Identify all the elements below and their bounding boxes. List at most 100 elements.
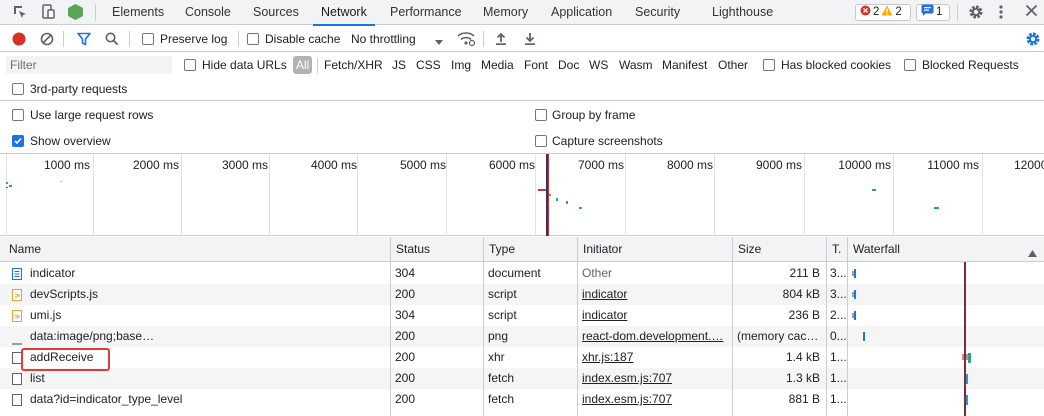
highlight-annotation-box: [21, 348, 110, 371]
settings-gear-icon[interactable]: [968, 4, 984, 23]
search-icon[interactable]: [105, 32, 119, 49]
warning-icon: [881, 5, 893, 21]
has-blocked-cookies-checkbox[interactable]: [763, 59, 775, 71]
table-row[interactable]: devScripts.js 200 script indicator 804 k…: [0, 284, 1044, 305]
type-filter-img[interactable]: Img: [451, 58, 472, 72]
table-row[interactable]: data:image/png;base… 200 png react-dom.d…: [0, 326, 1044, 347]
overview-tick-label: 7000 ms: [577, 158, 624, 172]
tab-network[interactable]: Network: [313, 0, 375, 26]
column-divider[interactable]: [390, 262, 391, 416]
show-overview-checkbox[interactable]: [12, 135, 24, 147]
column-divider[interactable]: [826, 262, 827, 416]
blocked-requests-label: Blocked Requests: [922, 58, 1019, 72]
request-initiator-link[interactable]: indicator: [582, 308, 628, 322]
column-divider[interactable]: [732, 262, 733, 416]
type-filter-other[interactable]: Other: [718, 58, 749, 72]
group-by-frame-checkbox[interactable]: [535, 109, 547, 121]
column-header-time[interactable]: T.: [826, 237, 847, 262]
column-header-type[interactable]: Type: [483, 237, 577, 262]
type-filter-font[interactable]: Font: [524, 58, 549, 72]
request-initiator-link[interactable]: react-dom.development.…: [582, 329, 724, 343]
network-overview-timeline[interactable]: 1000 ms 2000 ms 3000 ms 4000 ms 5000 ms …: [0, 154, 1044, 236]
request-initiator-link[interactable]: indicator: [582, 287, 628, 301]
column-header-status[interactable]: Status: [390, 237, 483, 262]
column-header-name[interactable]: Name: [9, 242, 42, 256]
type-filter-fetch-xhr[interactable]: Fetch/XHR: [324, 58, 383, 72]
third-party-requests-checkbox[interactable]: [12, 83, 24, 95]
capture-screenshots-checkbox[interactable]: [535, 135, 547, 147]
column-divider[interactable]: [483, 262, 484, 416]
issues-badge[interactable]: 2 2: [855, 4, 911, 21]
overview-gridline: [982, 154, 983, 236]
record-icon[interactable]: [12, 32, 26, 49]
preserve-log-checkbox[interactable]: [142, 33, 154, 45]
extension-hexagon-icon[interactable]: [67, 3, 84, 24]
tab-security[interactable]: Security: [635, 5, 681, 19]
filter-input[interactable]: [6, 56, 172, 74]
type-filter-doc[interactable]: Doc: [558, 58, 580, 72]
type-filter-wasm[interactable]: Wasm: [619, 58, 653, 72]
import-har-upload-icon[interactable]: [495, 32, 507, 48]
tab-lighthouse[interactable]: Lighthouse: [712, 5, 774, 19]
type-filter-ws[interactable]: WS: [589, 58, 609, 72]
overview-gridline: [714, 154, 715, 236]
tab-console[interactable]: Console: [185, 5, 231, 19]
tab-memory[interactable]: Memory: [483, 5, 529, 19]
export-har-download-icon[interactable]: [524, 32, 536, 48]
request-size: 1.4 kB: [785, 350, 820, 364]
blocked-requests-checkbox[interactable]: [904, 59, 916, 71]
overview-tick-label: 6000 ms: [488, 158, 535, 172]
message-count: 1: [936, 6, 943, 18]
type-filter-all[interactable]: All: [293, 56, 313, 74]
table-row[interactable]: data?id=indicator_type_level 200 fetch i…: [0, 389, 1044, 410]
has-blocked-cookies-label: Has blocked cookies: [781, 58, 892, 72]
request-status: 304: [395, 308, 416, 322]
column-divider[interactable]: [577, 262, 578, 416]
column-header-initiator[interactable]: Initiator: [577, 237, 732, 262]
tab-performance[interactable]: Performance: [390, 5, 462, 19]
type-filter-css[interactable]: CSS: [416, 58, 441, 72]
filter-icon[interactable]: [77, 32, 91, 49]
request-initiator-link[interactable]: index.esm.js:707: [582, 371, 673, 385]
tab-elements[interactable]: Elements: [112, 5, 165, 19]
request-type: png: [488, 329, 509, 343]
request-type: script: [488, 287, 517, 301]
network-settings-gear-icon[interactable]: [1025, 31, 1041, 50]
request-status: 200: [395, 371, 416, 385]
disable-cache-checkbox[interactable]: [247, 33, 259, 45]
clear-icon[interactable]: [40, 32, 54, 49]
inspect-element-icon[interactable]: [12, 4, 28, 23]
request-name: data?id=indicator_type_level: [30, 392, 183, 406]
more-options-icon[interactable]: [998, 4, 1004, 23]
tab-sources[interactable]: Sources: [253, 5, 299, 19]
request-initiator-link[interactable]: index.esm.js:707: [582, 392, 673, 406]
column-header-waterfall[interactable]: Waterfall: [847, 237, 1044, 262]
type-filter-js[interactable]: JS: [392, 58, 407, 72]
throttling-select[interactable]: No throttling: [351, 32, 416, 46]
third-party-requests-label: 3rd-party requests: [30, 82, 128, 96]
column-divider[interactable]: [847, 262, 848, 416]
overview-gridline: [625, 154, 626, 236]
device-toolbar-icon[interactable]: [40, 4, 56, 23]
request-time: 1...: [830, 392, 847, 406]
request-name: list: [30, 371, 45, 385]
hide-data-urls-checkbox[interactable]: [184, 59, 196, 71]
messages-badge[interactable]: 1: [916, 4, 950, 21]
overview-tick-label: 5000 ms: [399, 158, 446, 172]
close-devtools-icon[interactable]: [1025, 4, 1038, 20]
column-header-size[interactable]: Size: [732, 237, 826, 262]
table-row[interactable]: list 200 fetch index.esm.js:707 1.3 kB 1…: [0, 368, 1044, 389]
request-size: 236 B: [788, 308, 820, 322]
blank-file-icon: [12, 373, 22, 385]
request-initiator-link[interactable]: xhr.js:187: [582, 350, 634, 364]
tab-application[interactable]: Application: [551, 5, 613, 19]
request-type: fetch: [488, 392, 515, 406]
table-row[interactable]: umi.js 304 script indicator 236 B 2...: [0, 305, 1044, 326]
large-request-rows-checkbox[interactable]: [12, 109, 24, 121]
network-conditions-wifi-icon[interactable]: [457, 31, 476, 50]
table-row[interactable]: indicator 304 document Other 211 B 3...: [0, 263, 1044, 284]
type-filter-media[interactable]: Media: [481, 58, 514, 72]
overview-tick-label: 11000 ms: [927, 158, 979, 172]
type-filter-manifest[interactable]: Manifest: [662, 58, 708, 72]
show-overview-label: Show overview: [30, 134, 111, 148]
